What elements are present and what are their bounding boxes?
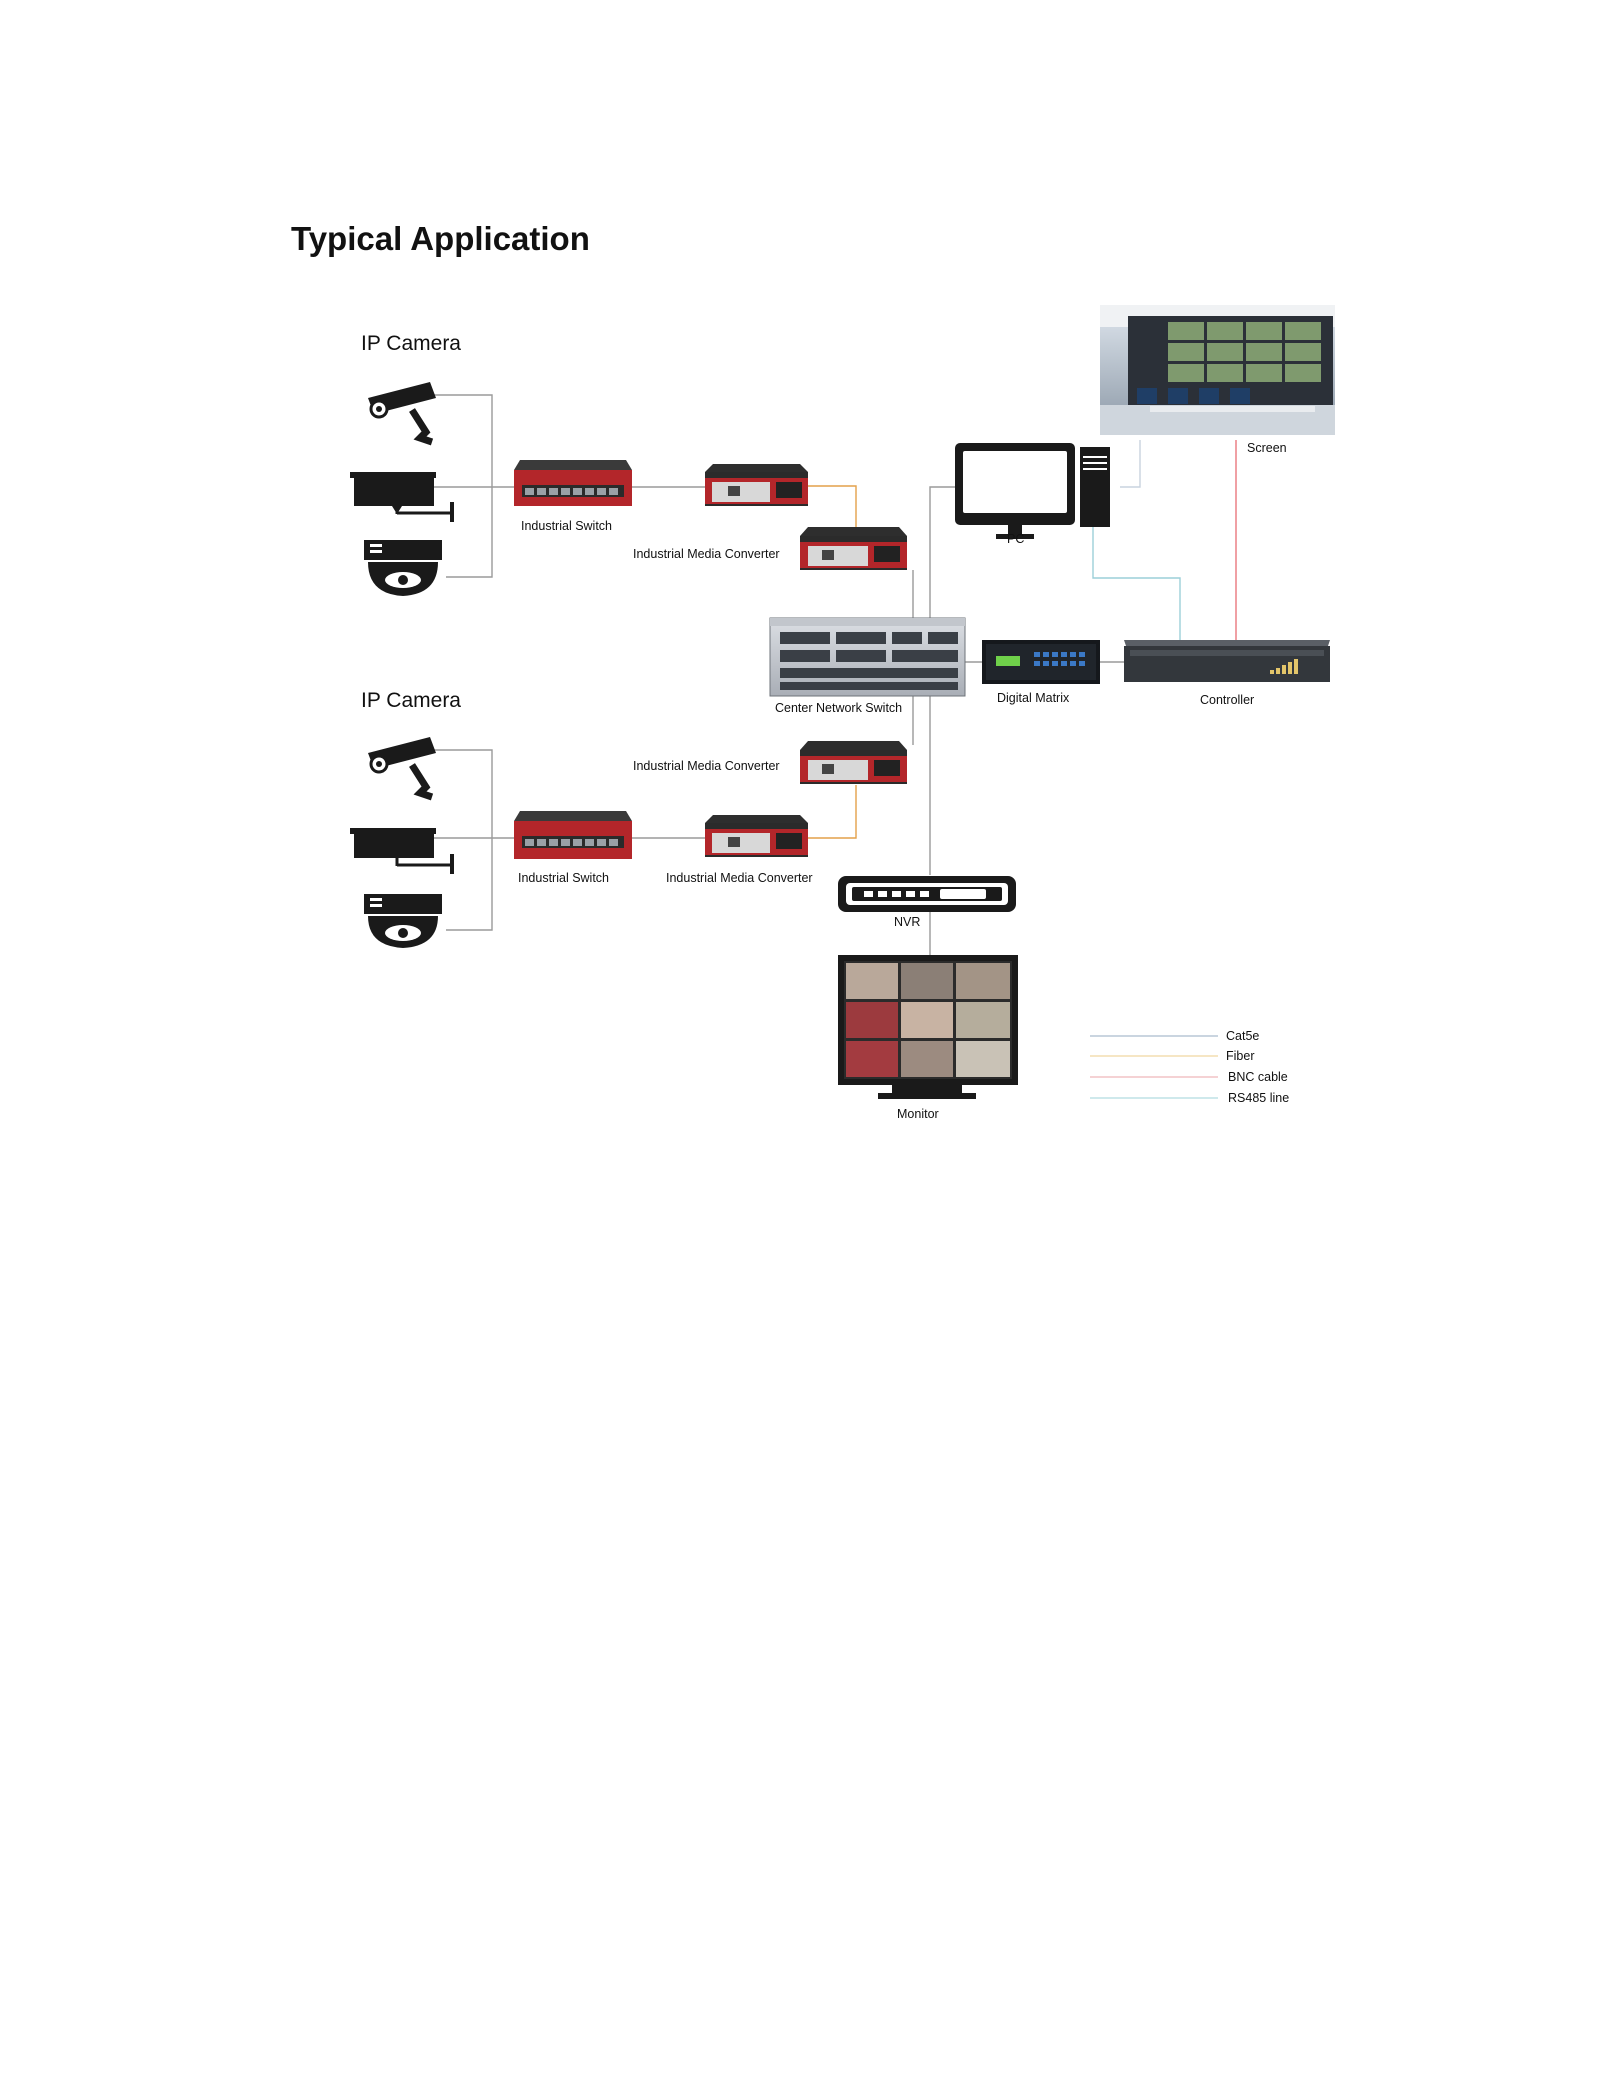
media-converter-label-top-right: Industrial Media Converter [633,547,780,561]
media-converter-label-bottom-left: Industrial Media Converter [666,871,813,885]
media-converter-icon-bottom-right [800,741,907,784]
media-converter-icon-top-right [800,527,907,570]
page-title: Typical Application [291,220,590,257]
nvr-icon [838,876,1016,912]
bullet-camera-icon [368,737,436,801]
bullet-camera-icon [368,382,436,446]
connection-lines [400,394,1237,955]
cat5e-line [929,486,955,618]
industrial-switch-label-bottom: Industrial Switch [518,871,609,885]
fiber-line [808,785,857,839]
rs485-line [1092,527,1181,640]
screen-video-wall-image [1100,305,1335,435]
center-network-switch-icon [769,617,966,697]
digital-matrix-label: Digital Matrix [997,691,1070,705]
industrial-switch-icon-top [514,460,632,506]
nvr-label: NVR [894,915,920,929]
dome-camera-icon [364,894,442,948]
dome-camera-icon [364,540,442,596]
legend-label-bnc: BNC cable [1228,1070,1288,1084]
cat5e-line [400,394,493,578]
industrial-switch-label-top: Industrial Switch [521,519,612,533]
legend: Cat5e Fiber BNC cable RS485 line [1090,1029,1289,1105]
ip-camera-label-bottom: IP Camera [361,689,461,712]
monitor-icon [838,955,1018,1099]
digital-matrix-icon [982,640,1100,684]
fiber-line [808,485,857,527]
controller-icon [1124,640,1330,682]
monitor-label: Monitor [897,1107,939,1121]
media-converter-label-bottom-right: Industrial Media Converter [633,759,780,773]
screen-label: Screen [1247,441,1287,455]
box-camera-icon [350,472,454,522]
cat5e-line [400,749,493,931]
cat5e-line [1120,440,1141,488]
legend-label-cat5e: Cat5e [1226,1029,1259,1043]
ip-camera-label-top: IP Camera [361,332,461,355]
legend-label-rs485: RS485 line [1228,1091,1289,1105]
media-converter-icon-top-left [705,464,808,506]
legend-label-fiber: Fiber [1226,1049,1254,1063]
industrial-switch-icon-bottom [514,811,632,859]
controller-label: Controller [1200,693,1254,707]
pc-icon [955,443,1110,539]
center-switch-label: Center Network Switch [775,701,902,715]
media-converter-icon-bottom-left [705,815,808,857]
box-camera-icon [350,828,454,874]
pc-label: PC [1007,532,1024,546]
